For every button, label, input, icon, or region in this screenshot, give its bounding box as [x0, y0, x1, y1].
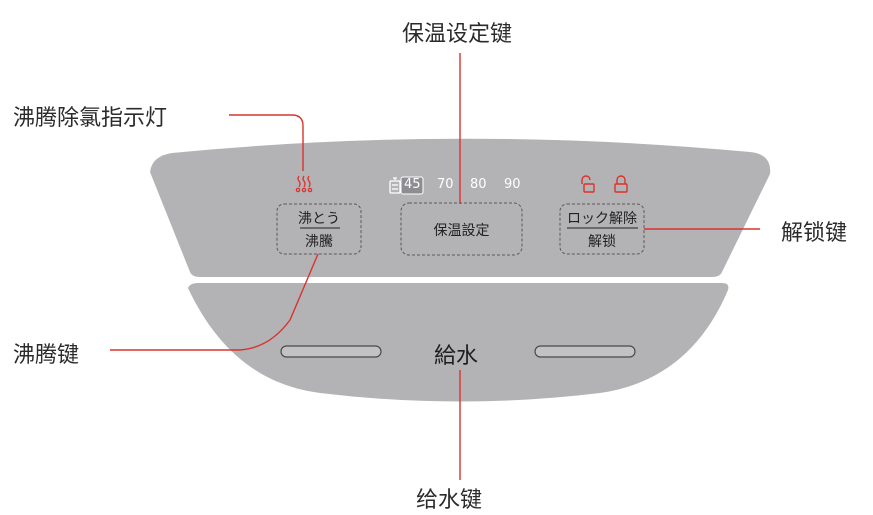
unlock-button-outline [559, 203, 645, 255]
water-slot-right [534, 345, 636, 358]
temp-45-highlight [400, 176, 424, 195]
boil-button-outline [276, 203, 362, 255]
leader-boil-key [110, 253, 319, 351]
keep-warm-button-label[interactable]: 保温設定 [433, 223, 490, 239]
steam-icon [295, 175, 313, 193]
upper-panel [150, 138, 771, 277]
leader-boil-indicator [229, 114, 304, 171]
callout-unlock-key: 解锁键 [781, 221, 848, 246]
kettle-icon [389, 177, 401, 194]
boil-button-label-bottom[interactable]: 沸騰 [305, 234, 333, 250]
callout-water-key: 给水键 [416, 488, 483, 513]
keep-warm-button-outline [400, 202, 523, 256]
unlocked-padlock-icon [581, 175, 595, 193]
water-button-label[interactable]: 給水 [434, 344, 479, 369]
callout-keep-warm-key: 保温设定键 [402, 22, 513, 47]
lower-panel [188, 283, 729, 402]
temp-90: 90 [504, 177, 521, 192]
water-slot-left [280, 345, 382, 358]
locked-padlock-icon [614, 175, 628, 193]
temp-80: 80 [470, 177, 487, 192]
temp-45: 45 [404, 177, 421, 192]
callout-boil-indicator: 沸腾除氯指示灯 [13, 106, 168, 131]
unlock-button-label-bottom[interactable]: 解锁 [588, 234, 616, 250]
boil-button-label-top[interactable]: 沸とう [298, 211, 340, 227]
callout-boil-key: 沸腾键 [13, 343, 80, 368]
temp-70: 70 [437, 177, 454, 192]
unlock-button-label-top[interactable]: ロック解除 [567, 211, 637, 227]
